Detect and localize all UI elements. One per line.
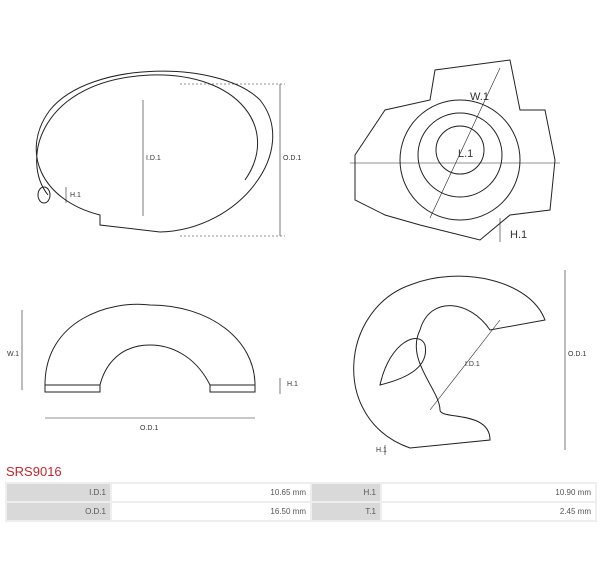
- ring-od-label: O.D.1: [283, 155, 301, 162]
- arch-drawing: W.1 H.1 O.D.1: [7, 303, 298, 432]
- arch-od-label: O.D.1: [140, 425, 158, 432]
- spec-label: T.1: [312, 503, 380, 520]
- star-w-label: W.1: [470, 91, 489, 103]
- ring-h-label: H.1: [70, 192, 81, 199]
- clip-od-label: O.D.1: [568, 351, 586, 358]
- clip-id-label: I.D.1: [465, 361, 480, 368]
- part-number: SRS9016: [6, 464, 62, 479]
- ring-drawing: I.D.1 O.D.1 H.1: [35, 70, 301, 237]
- spec-value: 2.45 mm: [382, 503, 595, 520]
- spec-label: H.1: [312, 484, 380, 501]
- table-row: I.D.1 10.65 mm H.1 10.90 mm: [7, 484, 595, 501]
- spec-value: 16.50 mm: [112, 503, 310, 520]
- arch-w-label: W.1: [7, 351, 19, 358]
- ring-id-label: I.D.1: [146, 155, 161, 162]
- specs-table: I.D.1 10.65 mm H.1 10.90 mm O.D.1 16.50 …: [5, 482, 597, 522]
- spec-value: 10.65 mm: [112, 484, 310, 501]
- star-h-label: H.1: [510, 229, 527, 241]
- technical-drawing: I.D.1 O.D.1 H.1 W.1 L.1 H.1 W.1 H.1 O.D.…: [7, 59, 586, 455]
- clip-h-label: H.1: [376, 447, 387, 454]
- star-l-label: L.1: [458, 148, 473, 160]
- table-row: O.D.1 16.50 mm T.1 2.45 mm: [7, 503, 595, 520]
- star-drawing: W.1 L.1 H.1: [350, 59, 560, 242]
- spec-label: O.D.1: [7, 503, 110, 520]
- arch-h-label: H.1: [287, 381, 298, 388]
- spec-label: I.D.1: [7, 484, 110, 501]
- clip-drawing: I.D.1 O.D.1 H.1: [353, 270, 586, 455]
- spec-value: 10.90 mm: [382, 484, 595, 501]
